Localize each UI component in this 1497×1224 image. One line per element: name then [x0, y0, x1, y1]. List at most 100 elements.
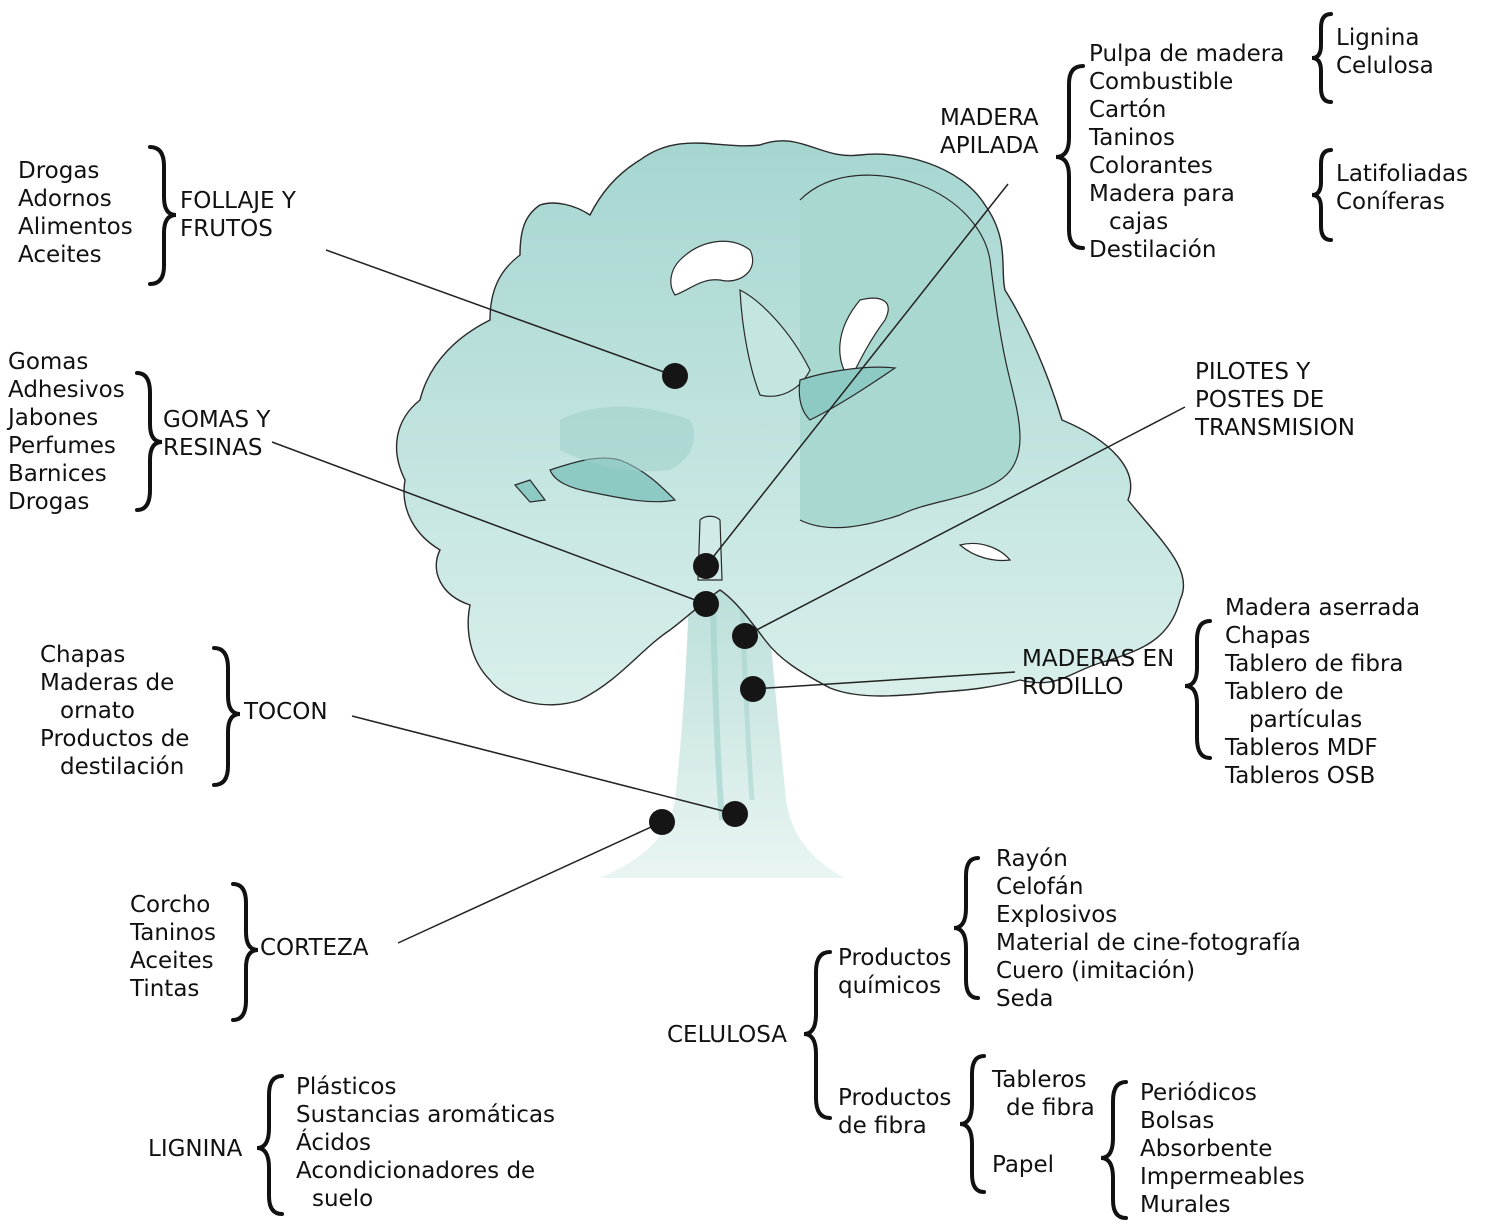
lignina-list: Plásticos Sustancias aromáticas Ácidos A…	[296, 1073, 555, 1213]
brace-corteza	[231, 882, 259, 1022]
line-rodillo	[752, 671, 1016, 690]
list-item: cajas	[1109, 209, 1169, 235]
list-item: Madera para	[1089, 181, 1235, 207]
list-item: Explosivos	[996, 902, 1118, 928]
list-item: suelo	[312, 1186, 374, 1212]
list-item: Coníferas	[1336, 189, 1445, 215]
dot-tocon	[722, 801, 748, 827]
list-item: Maderas de	[40, 670, 175, 696]
pulpa-sub-list: Lignina Celulosa	[1336, 24, 1434, 80]
canopy-shade	[560, 406, 694, 472]
tocon-label: TOCON	[244, 699, 328, 725]
label-line: RODILLO	[1022, 674, 1124, 700]
connector-lines	[271, 183, 1186, 944]
brace-tocon	[212, 646, 241, 787]
line-pilotes	[744, 406, 1186, 637]
tree-trunk	[600, 560, 845, 878]
list-item: Combustible	[1089, 69, 1234, 95]
list-item: Periódicos	[1140, 1080, 1257, 1106]
list-item: Taninos	[130, 920, 216, 946]
line-corteza	[397, 821, 663, 944]
list-item: Tintas	[130, 976, 200, 1002]
list-item: Murales	[1140, 1192, 1231, 1218]
label-line: POSTES DE	[1195, 387, 1325, 413]
list-item: Aceites	[18, 242, 102, 268]
cajas-sub-list: Latifoliadas Coníferas	[1336, 160, 1468, 216]
brace-follaje	[148, 145, 177, 286]
line-gomas	[271, 441, 707, 605]
list-item: Gomas	[8, 349, 89, 375]
braces	[135, 12, 1333, 1220]
rodillo-label: MADERAS EN RODILLO	[1022, 645, 1174, 701]
list-item: Barnices	[8, 461, 107, 487]
dot-follaje	[662, 363, 688, 389]
pilotes-label: PILOTES Y POSTES DE TRANSMISION	[1195, 358, 1355, 442]
tree-canopy	[395, 140, 1185, 706]
corteza-label: CORTEZA	[260, 935, 369, 961]
canopy-lobe	[513, 479, 547, 503]
label-line: APILADA	[940, 133, 1039, 159]
label-line: GOMAS Y	[163, 407, 271, 433]
label-line: de fibra	[1006, 1095, 1095, 1121]
canopy-lobe	[839, 297, 889, 382]
brace-quimicos	[953, 856, 980, 1000]
brace-rodillo	[1184, 619, 1212, 760]
fibra-label: Productos de fibra	[838, 1084, 951, 1140]
rodillo-list: Madera aserrada Chapas Tablero de fibra …	[1225, 594, 1420, 790]
brace-madera-apilada	[1055, 64, 1085, 250]
brace-papel	[1100, 1080, 1128, 1220]
quimicos-list: Rayón Celofán Explosivos Material de cin…	[996, 845, 1301, 1013]
list-item: Material de cine-fotografía	[996, 930, 1301, 956]
papel-list: Periódicos Bolsas Absorbente Impermeable…	[1140, 1079, 1305, 1219]
list-item: ornato	[60, 698, 135, 724]
brace-celulosa	[803, 950, 832, 1120]
celulosa-label: CELULOSA	[667, 1022, 787, 1048]
papel-label: Papel	[992, 1152, 1055, 1178]
tableros-label: Tableros de fibra	[992, 1066, 1095, 1122]
tocon-list: Chapas Maderas de ornato Productos de de…	[40, 641, 189, 781]
list-item: Pulpa de madera	[1089, 41, 1285, 67]
canopy-lobe	[670, 240, 754, 296]
list-item: Celulosa	[1336, 53, 1434, 79]
label-line: Productos	[838, 945, 952, 971]
dot-rodillo	[740, 676, 766, 702]
list-item: Tablero de	[1225, 679, 1344, 705]
canopy-lobe	[799, 174, 1021, 529]
brace-lignina	[256, 1074, 284, 1216]
list-item: Corcho	[130, 892, 211, 918]
dot-corteza	[649, 809, 675, 835]
label-line: RESINAS	[163, 435, 263, 461]
canopy-lobe	[798, 366, 897, 421]
corteza-list: Corcho Taninos Aceites Tintas	[130, 891, 216, 1003]
dot-gomas	[693, 591, 719, 617]
label-line: Productos	[838, 1085, 952, 1111]
list-item: Chapas	[40, 642, 126, 668]
list-item: Madera aserrada	[1225, 595, 1421, 621]
list-item: Perfumes	[8, 433, 116, 459]
gomas-list: Gomas Adhesivos Jabones Perfumes Barnice…	[8, 348, 125, 516]
madera-apilada-list: Pulpa de madera Combustible Cartón Tanin…	[1089, 40, 1284, 264]
canopy-lobe	[958, 542, 1012, 562]
list-item: Sustancias aromáticas	[296, 1102, 556, 1128]
dot-madera-apilada	[693, 553, 719, 579]
list-item: Tableros MDF	[1225, 735, 1378, 761]
lignina-label: LIGNINA	[148, 1136, 243, 1162]
quimicos-label: Productos químicos	[838, 944, 951, 1000]
list-item: Absorbente	[1140, 1136, 1273, 1162]
label-line: MADERAS EN	[1022, 646, 1175, 672]
list-item: Cuero (imitación)	[996, 958, 1196, 984]
list-item: Impermeables	[1140, 1164, 1305, 1190]
list-item: Lignina	[1336, 25, 1420, 51]
list-item: Cartón	[1089, 97, 1167, 123]
list-item: Alimentos	[18, 214, 133, 240]
list-item: partículas	[1249, 707, 1363, 733]
line-tocon	[351, 715, 736, 815]
label-line: FOLLAJE Y	[180, 188, 296, 214]
madera-apilada-label: MADERA APILADA	[940, 104, 1039, 160]
brace-fibra	[959, 1054, 986, 1194]
list-item: Aceites	[130, 948, 214, 974]
list-item: Adhesivos	[8, 377, 125, 403]
dot-pilotes	[732, 623, 758, 649]
line-follaje	[325, 249, 676, 377]
